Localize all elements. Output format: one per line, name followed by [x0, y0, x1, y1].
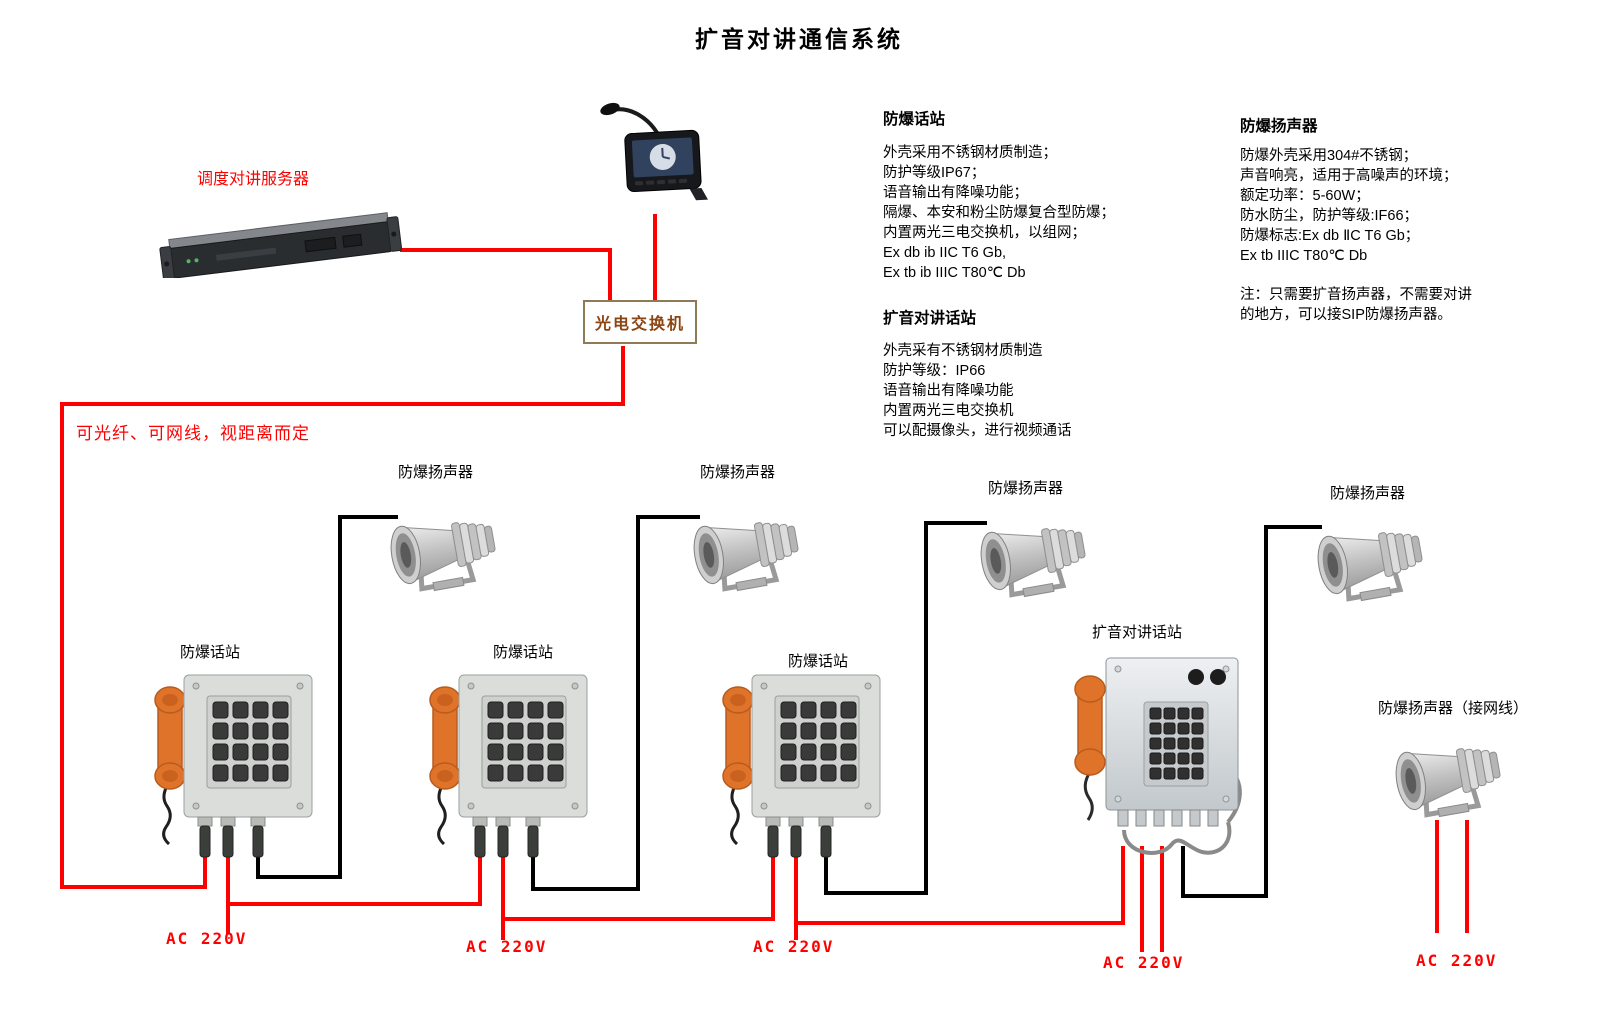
ac-power-label-2: AC 220V — [466, 937, 548, 956]
info-intercom-line: 语音输出有降噪功能 — [883, 383, 1014, 399]
speaker1-image — [385, 492, 505, 597]
station2-image — [425, 665, 595, 860]
page-title: 扩音对讲通信系统 — [695, 27, 903, 52]
ac-power-label-3: AC 220V — [753, 937, 835, 956]
info-speaker-line: 防爆外壳采用304#不锈钢； — [1240, 148, 1418, 164]
info-station-line: 内置两光三电交换机，以组网； — [883, 225, 1086, 241]
info-station-line: 隔爆、本安和粉尘防爆复合型防爆； — [883, 205, 1115, 221]
info-station-line: 语音输出有降噪功能； — [883, 185, 1028, 201]
speaker5-network-image — [1390, 718, 1510, 823]
speaker4-image — [1312, 502, 1432, 607]
link-note-label: 可光纤、可网线，视距离而定 — [76, 424, 310, 443]
info-speaker-line: 声音响亮，适用于高噪声的环境； — [1240, 168, 1458, 184]
info-speaker-line: 防爆标志:Ex db ⅡC T6 Gb； — [1240, 228, 1420, 244]
info-speaker-heading: 防爆扬声器 — [1240, 118, 1318, 135]
cable-switch-trunk — [60, 346, 625, 889]
dispatch-phone-image — [596, 96, 708, 208]
speaker3-image — [975, 498, 1095, 603]
cable-daisy-station3-intercom — [796, 846, 1125, 925]
cable-speaker2-link — [531, 515, 700, 891]
speaker3-label: 防爆扬声器 — [988, 480, 1064, 497]
info-speaker-note-line: 注：只需要扩音扬声器，不需要对讲 — [1240, 287, 1472, 303]
info-station-heading: 防爆话站 — [883, 111, 946, 128]
cable-server-to-switch — [400, 248, 612, 303]
info-intercom-heading: 扩音对讲话站 — [883, 310, 977, 327]
info-speaker-note-line: 的地方，可以接SIP防爆扬声器。 — [1240, 307, 1452, 323]
cable-speaker3-link — [824, 521, 987, 895]
info-intercom-line: 可以配摄像头，进行视频通话 — [883, 423, 1072, 439]
cable-daisy-station1-station2 — [228, 842, 482, 906]
speaker2-image — [688, 492, 808, 597]
ac-power-label-1: AC 220V — [166, 929, 248, 948]
info-intercom-line: 外壳采有不锈钢材质制造 — [883, 343, 1043, 359]
server-label: 调度对讲服务器 — [197, 171, 310, 188]
info-intercom-lines: 外壳采有不锈钢材质制造 防护等级：IP66 语音输出有降噪功能 内置两光三电交换… — [883, 341, 1072, 441]
info-speaker-lines: 防爆外壳采用304#不锈钢； 声音响亮，适用于高噪声的环境； 额定功率：5-60… — [1240, 146, 1458, 266]
ac-power-label-5: AC 220V — [1416, 951, 1498, 970]
station2-label: 防爆话站 — [493, 644, 554, 661]
station1-label: 防爆话站 — [180, 644, 241, 661]
speaker1-label: 防爆扬声器 — [398, 464, 474, 481]
station1-image — [150, 665, 320, 860]
cable-speaker1-link — [256, 515, 398, 879]
info-intercom-line: 防护等级：IP66 — [883, 363, 986, 379]
speaker2-label: 防爆扬声器 — [700, 464, 776, 481]
cable-daisy-station2-station3 — [503, 842, 775, 921]
info-station-line: 外壳采用不锈钢材质制造； — [883, 145, 1057, 161]
info-speaker-line: 防水防尘，防护等级:IF66； — [1240, 208, 1419, 224]
speaker5-network-label: 防爆扬声器（接网线） — [1378, 700, 1529, 717]
cable-speaker4-link — [1181, 525, 1322, 898]
optical-switch-label: 光电交换机 — [594, 316, 685, 333]
info-intercom-line: 内置两光三电交换机 — [883, 403, 1014, 419]
info-speaker-note: 注：只需要扩音扬声器，不需要对讲 的地方，可以接SIP防爆扬声器。 — [1240, 285, 1472, 325]
info-station-lines: 外壳采用不锈钢材质制造； 防护等级IP67； 语音输出有降噪功能； 隔爆、本安和… — [883, 143, 1115, 283]
intercom-station-label: 扩音对讲话站 — [1092, 624, 1183, 641]
speaker4-label: 防爆扬声器 — [1330, 485, 1406, 502]
info-station-line: 防护等级IP67； — [883, 165, 986, 181]
intercom-station-image — [1068, 650, 1258, 862]
ac-power-label-4: AC 220V — [1103, 953, 1185, 972]
station3-image — [718, 665, 888, 860]
dispatch-server-image — [155, 198, 405, 278]
station3-label: 防爆话站 — [788, 653, 849, 670]
info-speaker-line: 额定功率：5-60W； — [1240, 188, 1370, 204]
info-speaker-line: Ex tb IIIC T80℃ Db — [1240, 248, 1368, 264]
info-station-line: Ex db ib IIC T6 Gb, — [883, 245, 1007, 261]
info-station-line: Ex tb ib IIIC T80℃ Db — [883, 265, 1026, 281]
optical-switch-box: 光电交换机 — [583, 300, 697, 344]
